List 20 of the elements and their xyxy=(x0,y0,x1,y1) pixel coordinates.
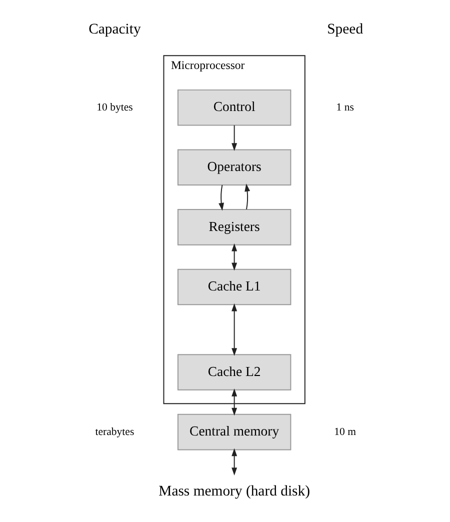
arrow xyxy=(231,124,237,151)
arrow xyxy=(231,303,237,356)
label: 1 ns xyxy=(336,101,354,114)
label: terabytes xyxy=(94,426,134,438)
label: Capacity xyxy=(88,22,140,38)
arrow xyxy=(244,184,250,210)
node-box: Registers xyxy=(176,209,291,246)
label: 10 m xyxy=(334,426,356,438)
label: 10 bytes xyxy=(96,101,132,114)
node-box: Control xyxy=(176,89,291,126)
arrow xyxy=(231,448,237,476)
node-box: Cache L2 xyxy=(176,354,291,390)
node-box: Central memory xyxy=(176,414,291,450)
node-box: Cache L1 xyxy=(176,268,291,306)
arrow xyxy=(231,243,237,271)
arrow xyxy=(231,388,237,416)
arrow xyxy=(218,184,224,211)
node-box: Operators xyxy=(176,149,291,186)
label: Speed xyxy=(326,22,363,38)
node-text: Mass memory (hard disk) xyxy=(158,483,310,500)
